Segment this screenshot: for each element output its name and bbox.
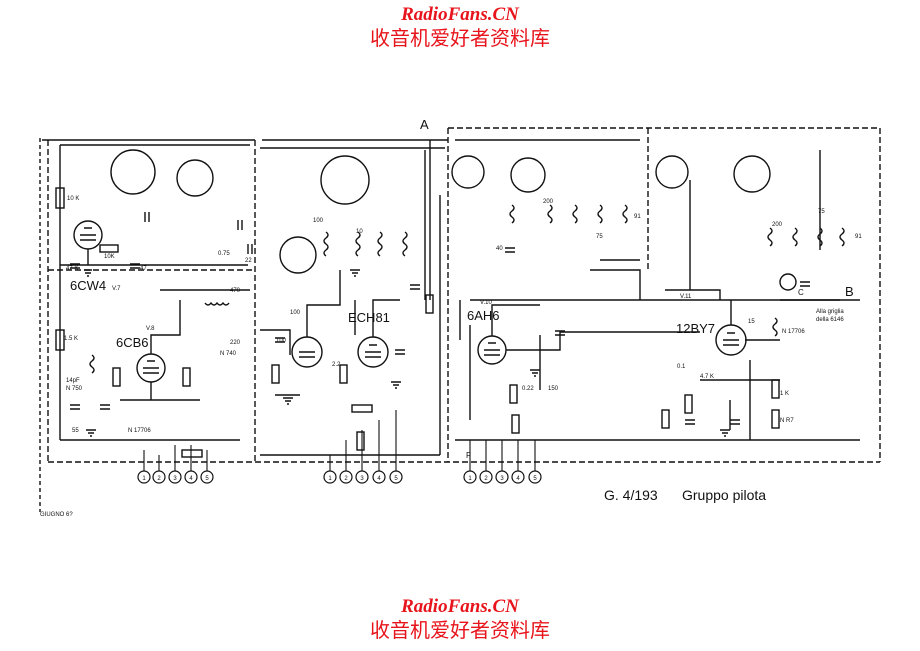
connector-2-group-3: 2 <box>484 476 488 482</box>
value-c-100-low: 100 <box>276 338 287 344</box>
value-r-47k: 47 K <box>66 266 78 272</box>
value-c-470: 470 <box>230 288 241 294</box>
value-c-0-1: 0.1 <box>677 364 686 370</box>
value-c-15: 15 <box>748 319 755 325</box>
value-c-100-top: 100 <box>313 218 324 224</box>
connector-5-group-2: 5 <box>394 476 398 482</box>
tube-label-12by7: 12BY7 <box>676 321 715 336</box>
output-note-line-1: Alla griglia <box>816 309 844 315</box>
value-c-10: 10 <box>356 229 363 235</box>
tube-position-v7: V.7 <box>112 286 121 292</box>
value-r-47k-b: 4.7 K <box>700 374 714 380</box>
date-note: GIUGNO 6? <box>40 512 73 518</box>
tube-position-v10: V.10 <box>480 300 492 306</box>
value-c-75-left: 75 <box>596 234 603 240</box>
value-n-r7: N R7 <box>780 418 794 424</box>
value-c-47: 47 <box>140 266 147 272</box>
value-c-40: 40 <box>496 246 503 252</box>
value-c-200-right: 200 <box>772 222 783 228</box>
connector-2-group-1: 2 <box>157 476 161 482</box>
value-c-075: 0.75 <box>218 251 230 257</box>
connector-3-group-1: 3 <box>173 476 177 482</box>
connector-2-group-2: 2 <box>344 476 348 482</box>
connector-3-group-2: 3 <box>360 476 364 482</box>
value-c-150: 150 <box>548 386 559 392</box>
terminal-c: C <box>798 288 804 297</box>
tube-label-6ah6: 6AH6 <box>467 308 500 323</box>
connector-5-group-3: 5 <box>533 476 537 482</box>
tube-position-v11: V.11 <box>680 294 692 300</box>
terminal-b: B <box>845 284 854 299</box>
value-c-2-2: 2.2 <box>332 362 341 368</box>
watermark-brand-en: RadioFans.CN <box>401 4 519 25</box>
value-c-220: 220 <box>230 340 241 346</box>
value-n750: N 750 <box>66 386 83 392</box>
connector-1-group-3: 1 <box>468 476 472 482</box>
connector-4-group-3: 4 <box>516 476 520 482</box>
watermark-top: RadioFans.CN 收音机爱好者资料库 <box>0 4 920 50</box>
value-c-200-left: 200 <box>543 199 554 205</box>
sheet-title: Gruppo pilota <box>682 487 766 503</box>
terminal-a: A <box>420 117 429 132</box>
value-n17706-right: N 17706 <box>782 329 805 335</box>
value-c-0-22: 0.22 <box>522 386 534 392</box>
value-c-1k: 1 K <box>780 391 789 397</box>
value-c-91-left: 91 <box>634 214 641 220</box>
watermark-brand-cn: 收音机爱好者资料库 <box>370 26 550 50</box>
value-n740: N 740 <box>220 351 237 357</box>
connector-4-group-2: 4 <box>377 476 381 482</box>
watermark-brand-en-bottom: RadioFans.CN <box>401 596 519 617</box>
connector-1-group-1: 1 <box>142 476 146 482</box>
terminal-f: F <box>466 451 471 460</box>
watermark-brand-cn-bottom: 收音机爱好者资料库 <box>370 618 550 642</box>
watermark-bottom: RadioFans.CN 收音机爱好者资料库 <box>0 596 920 642</box>
output-note-line-2: della 6146 <box>816 317 844 323</box>
tube-position-v8: V.8 <box>146 326 155 332</box>
value-c-55: 55 <box>72 428 79 434</box>
value-c-100-mid: 100 <box>290 310 301 316</box>
value-r-10k-h: 10K <box>104 254 115 260</box>
value-r-15k: 1.5 K <box>64 336 78 342</box>
sheet-id: G. 4/193 <box>604 487 658 503</box>
value-c-91-right: 91 <box>855 234 862 240</box>
value-c-22: 22 <box>245 258 252 264</box>
tube-label-ech81: ECH81 <box>348 310 390 325</box>
connector-3-group-3: 3 <box>500 476 504 482</box>
connector-1-group-2: 1 <box>328 476 332 482</box>
connector-5-group-1: 5 <box>205 476 209 482</box>
tube-label-6cw4: 6CW4 <box>70 278 106 293</box>
value-c-75-right: 75 <box>818 209 825 215</box>
connector-4-group-1: 4 <box>189 476 193 482</box>
value-n17706-left: N 17706 <box>128 428 151 434</box>
tube-label-6cb6: 6CB6 <box>116 335 149 350</box>
value-r-10k-v: 10 K <box>67 196 79 202</box>
value-c-14pf: 14pF <box>66 378 80 384</box>
